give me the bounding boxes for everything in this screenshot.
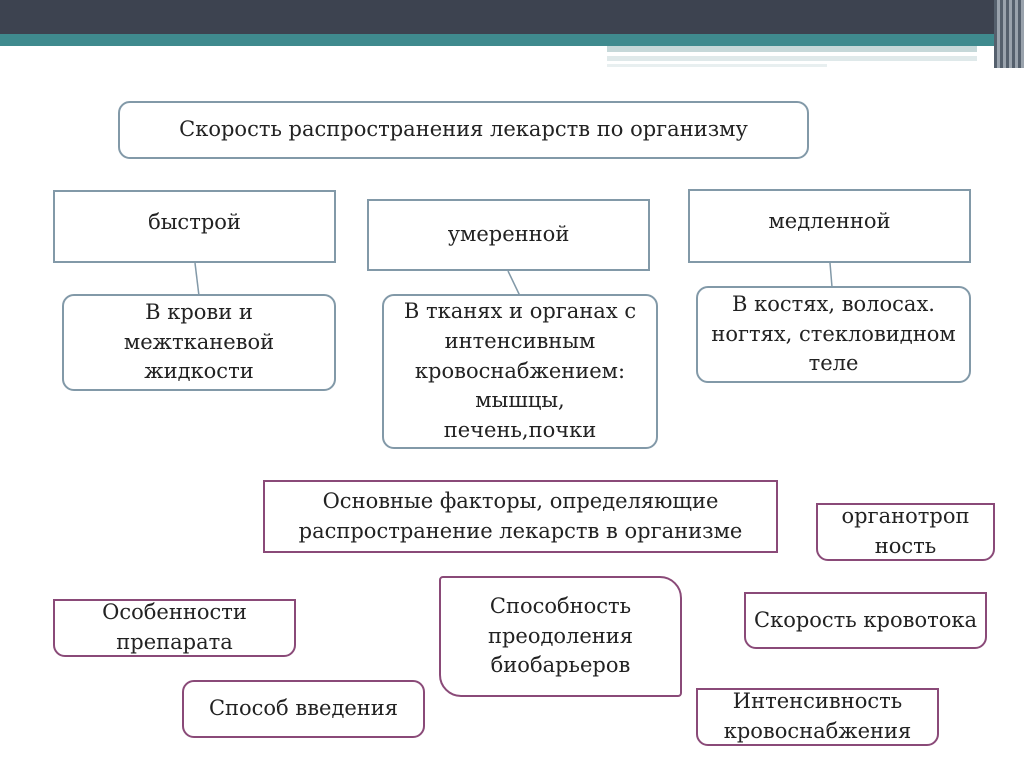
factor-blood-supply-text: Интенсивность кровоснабжения: [723, 689, 912, 743]
slide-accent-line: [607, 64, 827, 67]
connector-fast: [194, 262, 200, 297]
speed-slow-box: медленной: [688, 189, 971, 263]
factor-biobarriers: Способность преодоления биобарьеров: [439, 576, 682, 697]
slide-teal-band: [0, 34, 1000, 46]
speed-slow-label: медленной: [768, 209, 891, 234]
factor-blood-flow: Скорость кровотока: [744, 592, 987, 649]
connector-moderate: [507, 270, 521, 297]
slide-accent-line: [607, 46, 977, 52]
speed-moderate-box: умеренной: [367, 199, 650, 271]
factor-organotropy-text: органотроп ность: [841, 504, 970, 558]
speed-fast-detail: В крови и межтканевой жидкости: [62, 294, 336, 391]
speed-slow-detail: В костях, волосах. ногтях, стекловидном …: [696, 286, 971, 383]
factor-organotropy: органотроп ность: [816, 503, 995, 561]
speed-fast-detail-text: В крови и межтканевой жидкости: [123, 299, 275, 384]
diagram-title-text: Скорость распространения лекарств по орг…: [179, 117, 748, 142]
slide-corner-stripes: [994, 0, 1024, 68]
speed-slow-detail-text: В костях, волосах. ногтях, стекловидном …: [711, 291, 956, 376]
slide-accent-line: [607, 56, 977, 61]
factor-drug-features-text: Особенности препарата: [102, 600, 247, 654]
factor-administration-route-text: Способ введения: [208, 696, 399, 721]
factor-drug-features: Особенности препарата: [53, 599, 296, 657]
factor-biobarriers-text: Способность преодоления биобарьеров: [487, 593, 634, 678]
factors-heading-text: Основные факторы, определяющие распростр…: [298, 488, 743, 543]
diagram-title: Скорость распространения лекарств по орг…: [118, 101, 809, 159]
factor-blood-flow-text: Скорость кровотока: [754, 607, 977, 632]
connector-slow: [829, 262, 833, 288]
slide-top-bar: [0, 0, 1024, 34]
factor-administration-route: Способ введения: [182, 680, 425, 738]
speed-moderate-detail: В тканях и органах с интенсивным кровосн…: [382, 294, 658, 449]
speed-fast-box: быстрой: [53, 190, 336, 263]
speed-moderate-label: умеренной: [447, 222, 570, 247]
factor-blood-supply: Интенсивность кровоснабжения: [696, 688, 939, 746]
speed-moderate-detail-text: В тканях и органах с интенсивным кровосн…: [403, 298, 637, 443]
factors-heading: Основные факторы, определяющие распростр…: [263, 480, 778, 553]
speed-fast-label: быстрой: [148, 209, 241, 234]
